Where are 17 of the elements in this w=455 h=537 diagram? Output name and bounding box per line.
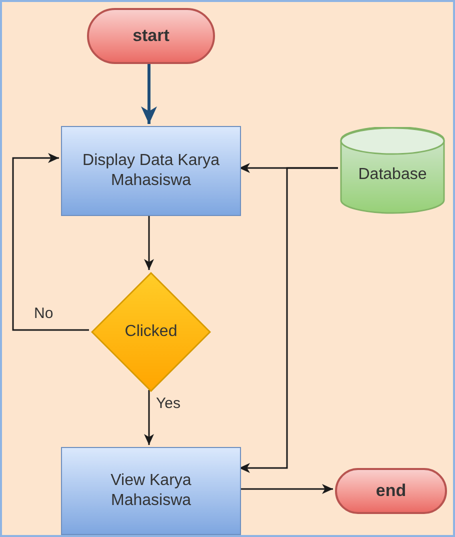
- decision-diamond: [91, 272, 211, 392]
- arrow: [12, 153, 89, 331]
- terminator-pill: [335, 468, 447, 514]
- terminator-text: start: [132, 25, 170, 47]
- process-box: [61, 447, 241, 535]
- arrow: [239, 167, 338, 473]
- arrow: [144, 214, 154, 270]
- arrow: [239, 484, 333, 494]
- database-text: Database: [358, 164, 427, 184]
- process-text: Display Data Karya Mahasiswa: [82, 151, 220, 191]
- process-box: [61, 126, 241, 216]
- terminator-text: end: [376, 480, 406, 502]
- database-cylinder: [340, 127, 445, 214]
- arrow: [141, 62, 157, 124]
- process-text: View Karya Mahasiswa: [110, 471, 192, 511]
- arrow: [144, 390, 154, 445]
- decision-text: Clicked: [124, 322, 178, 342]
